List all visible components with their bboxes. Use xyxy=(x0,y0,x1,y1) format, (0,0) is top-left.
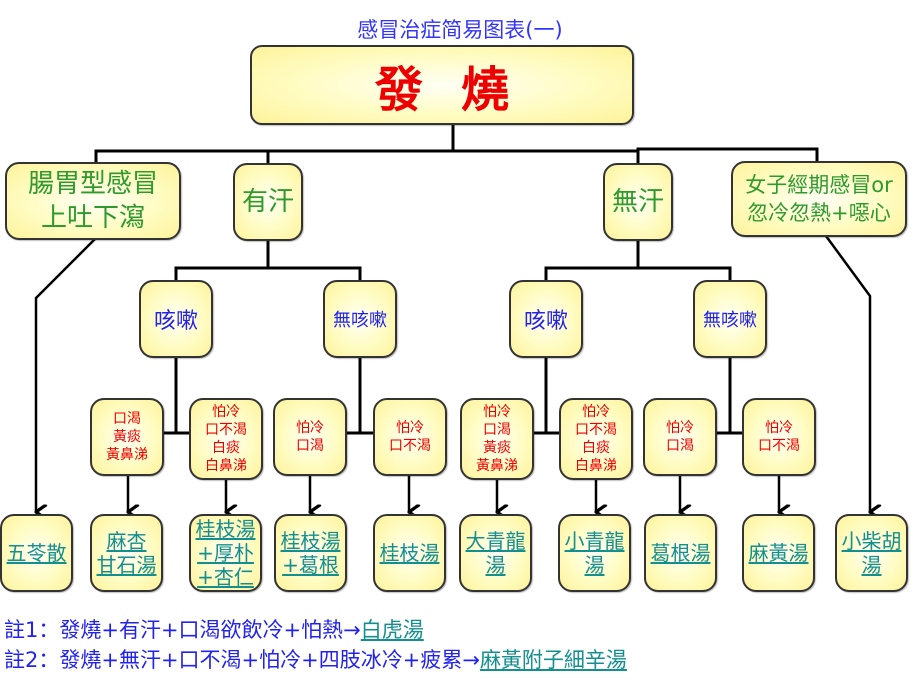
remedy-node[interactable]: 葛根湯 xyxy=(644,514,717,592)
remedy-link[interactable]: 麻杏 甘石湯 xyxy=(96,529,157,577)
remedy-link[interactable]: 小青龍 湯 xyxy=(564,529,625,577)
note-remedy-link[interactable]: 麻黃附子細辛湯 xyxy=(479,648,627,672)
remedy-node[interactable]: 桂枝湯 +葛根 xyxy=(274,514,347,592)
node-label: 咳嗽 xyxy=(153,309,198,334)
root-node-fever: 發燒 xyxy=(250,45,634,125)
node-label: 有汗 xyxy=(241,187,294,217)
node-label: 怕冷 口不渴 xyxy=(389,420,431,454)
node-no-cough-sweat: 無咳嗽 xyxy=(323,280,397,358)
remedy-node[interactable]: 桂枝湯 xyxy=(373,514,446,592)
node-label: 無汗 xyxy=(611,187,664,217)
level1-bus-left xyxy=(94,149,453,164)
node-sweating: 有汗 xyxy=(233,163,303,241)
remedy-link[interactable]: 桂枝湯 xyxy=(379,541,440,565)
node-symptom: 口渴 黃痰 黃鼻涕 xyxy=(90,398,164,476)
remedy-node[interactable]: 麻杏 甘石湯 xyxy=(90,514,163,592)
node-cough-sweat: 咳嗽 xyxy=(139,280,213,358)
node-label: 怕冷 口渴 黃痰 黃鼻涕 xyxy=(476,404,518,474)
node-no-sweating: 無汗 xyxy=(603,163,673,241)
node-symptom: 怕冷 口渴 xyxy=(273,398,347,476)
node-gastro-cold: 腸胃型感冒 上吐下瀉 xyxy=(5,162,181,240)
remedy-node[interactable]: 大青龍 湯 xyxy=(459,514,532,592)
note-remedy-link[interactable]: 白虎湯 xyxy=(360,618,424,642)
remedy-node[interactable]: 五苓散 xyxy=(0,514,73,592)
node-label: 怕冷 口渴 xyxy=(666,420,694,454)
remedy-link[interactable]: 五苓散 xyxy=(6,541,67,565)
node-label: 怕冷 口不渴 白痰 白鼻涕 xyxy=(575,404,617,474)
level1-bus-female xyxy=(636,147,819,163)
female-arrow xyxy=(824,235,870,512)
remedy-link[interactable]: 麻黃湯 xyxy=(748,541,809,565)
note-text: 註1：發燒+有汗+口渴欲飲冷+怕熱→ xyxy=(4,618,361,642)
remedy-link[interactable]: 大青龍 湯 xyxy=(465,529,526,577)
node-label: 怕冷 口不渴 白痰 白鼻涕 xyxy=(205,404,247,474)
node-label: 無咳嗽 xyxy=(333,310,387,331)
remedy-node[interactable]: 小青龍 湯 xyxy=(558,514,631,592)
root-label: 發燒 xyxy=(374,62,547,118)
note-text: 註2：發燒+無汗+口不渴+怕冷+四肢冰冷+疲累→ xyxy=(4,648,480,672)
node-cough-no-sweat: 咳嗽 xyxy=(509,280,583,358)
remedy-node[interactable]: 桂枝湯 +厚朴 +杏仁 xyxy=(189,514,262,592)
node-label: 腸胃型感冒 上吐下瀉 xyxy=(27,169,158,233)
node-no-cough-no-sweat: 無咳嗽 xyxy=(693,280,767,358)
note-2: 註2：發燒+無汗+口不渴+怕冷+四肢冰冷+疲累→麻黃附子細辛湯 xyxy=(4,644,627,674)
node-symptom: 怕冷 口不渴 xyxy=(373,398,447,476)
remedy-link[interactable]: 桂枝湯 +葛根 xyxy=(280,529,341,577)
node-label: 咳嗽 xyxy=(523,309,568,334)
node-label: 口渴 黃痰 黃鼻涕 xyxy=(106,411,148,463)
node-menstrual-cold: 女子經期感冒or 忽冷忽熱+噁心 xyxy=(731,161,907,237)
node-label: 怕冷 口不渴 xyxy=(758,420,800,454)
remedy-link[interactable]: 小柴胡 湯 xyxy=(841,529,902,577)
node-label: 女子經期感冒or 忽冷忽熱+噁心 xyxy=(745,173,893,225)
node-symptom: 怕冷 口不渴 白痰 白鼻涕 xyxy=(189,398,263,480)
node-symptom: 怕冷 口不渴 xyxy=(742,398,816,476)
note-1: 註1：發燒+有汗+口渴欲飲冷+怕熱→白虎湯 xyxy=(4,614,424,644)
node-label: 無咳嗽 xyxy=(703,310,757,331)
gastro-arrow xyxy=(36,237,97,512)
remedy-node[interactable]: 麻黃湯 xyxy=(742,514,815,592)
node-symptom: 怕冷 口渴 黃痰 黃鼻涕 xyxy=(460,398,534,480)
remedy-link[interactable]: 桂枝湯 +厚朴 +杏仁 xyxy=(195,517,256,589)
node-symptom: 怕冷 口渴 xyxy=(643,398,717,476)
node-label: 怕冷 口渴 xyxy=(296,420,324,454)
chart-title: 感冒治症简易图表(一) xyxy=(357,18,563,42)
remedy-node[interactable]: 小柴胡 湯 xyxy=(835,514,908,592)
node-symptom: 怕冷 口不渴 白痰 白鼻涕 xyxy=(559,398,633,480)
remedy-link[interactable]: 葛根湯 xyxy=(650,541,711,565)
